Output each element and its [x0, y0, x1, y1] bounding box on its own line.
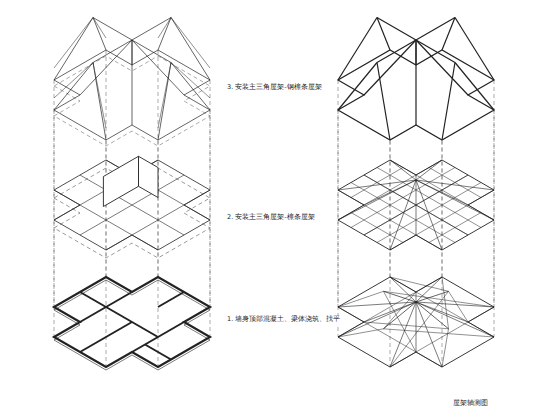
roof-valley: [132, 40, 133, 125]
roof-valley: [415, 40, 416, 125]
truss-diagonal: [416, 180, 494, 190]
roof-hip: [338, 63, 377, 111]
truss-web: [442, 329, 449, 367]
truss-web: [364, 302, 416, 322]
truss-web: [449, 291, 469, 322]
rafter: [171, 18, 210, 69]
truss-diagonal: [416, 160, 442, 180]
roof-valley: [416, 40, 468, 95]
truss-diagonal: [338, 180, 416, 220]
truss-diagonal: [416, 175, 417, 180]
roof-valley: [364, 40, 416, 95]
roof-ridge: [93, 40, 132, 63]
roof-hip: [54, 63, 93, 111]
rafter: [158, 18, 171, 39]
truss-web: [416, 302, 417, 352]
partition-wall: [145, 345, 171, 360]
purlin: [364, 175, 468, 235]
roof-ridge: [93, 18, 132, 41]
projection-line: [158, 50, 159, 277]
purlin: [390, 307, 494, 367]
rafter: [171, 63, 210, 99]
truss-web: [384, 329, 495, 337]
truss-diagonal: [338, 180, 416, 190]
truss-web: [416, 302, 494, 307]
partition-wall: [80, 322, 132, 352]
truss-web: [416, 302, 494, 337]
roof-hip: [171, 63, 210, 111]
truss-chord: [364, 175, 468, 235]
projection-line: [106, 50, 107, 277]
truss-diagonal: [416, 180, 417, 235]
projection-line: [54, 110, 55, 337]
truss-base-outline: [338, 277, 494, 367]
truss-chord: [384, 291, 417, 302]
truss-chord: [384, 302, 417, 329]
truss-web: [442, 277, 449, 329]
truss-web: [390, 277, 449, 291]
truss-chord: [416, 291, 449, 302]
truss-web: [384, 291, 495, 307]
rafter: [54, 63, 93, 99]
rafter: [93, 18, 106, 39]
truss-web: [364, 322, 449, 329]
purlin: [390, 277, 494, 337]
truss-web: [416, 292, 417, 302]
gable-wall: [103, 156, 138, 206]
rafter: [93, 63, 106, 129]
drawing-caption: 屋架轴测图: [452, 400, 489, 408]
roof-ridge: [377, 18, 416, 41]
purlin: [338, 277, 442, 337]
roof-ridge: [377, 40, 416, 63]
roof-valley: [415, 40, 416, 65]
roof-hip: [158, 18, 171, 51]
partition-wall: [158, 292, 184, 307]
roof-hip: [171, 18, 210, 81]
roof-hip: [54, 18, 93, 81]
purlin: [338, 307, 442, 367]
truss-diagonal: [416, 180, 468, 205]
projection-line: [210, 80, 211, 307]
roof-hip: [93, 18, 106, 51]
roof-hip: [442, 18, 455, 51]
truss-outline: [338, 160, 494, 250]
step-note: 1. 墙身顶部混凝土、梁体浇筑、找平: [226, 316, 341, 324]
roof-ridge: [416, 18, 455, 41]
roof-valley: [132, 40, 133, 65]
truss-diagonal: [390, 180, 416, 250]
truss-chord: [364, 175, 468, 235]
step-note: 3. 安装主三角屋架-钢檩条屋架: [226, 84, 323, 92]
roof-ridge: [132, 18, 171, 41]
purlin: [364, 175, 468, 235]
truss-web: [390, 291, 449, 367]
rafter: [158, 63, 171, 129]
step-note: 2. 安装主三角屋架-檩条屋架: [226, 214, 316, 222]
gable-wall: [139, 156, 159, 197]
truss-web: [390, 302, 416, 367]
truss-web: [338, 291, 384, 307]
roof-hip: [377, 18, 390, 51]
truss-chord: [416, 302, 449, 329]
projection-line: [494, 80, 495, 307]
roof-hip: [455, 18, 494, 81]
partition-wall: [80, 292, 106, 307]
rafter: [54, 18, 93, 69]
roof-ridge: [132, 40, 171, 63]
wall-base: [54, 280, 210, 370]
roof-ridge: [416, 40, 455, 63]
truss-diagonal: [390, 160, 416, 180]
projection-line: [338, 110, 339, 337]
roof-hip: [338, 18, 377, 81]
truss-diagonal: [416, 180, 494, 220]
